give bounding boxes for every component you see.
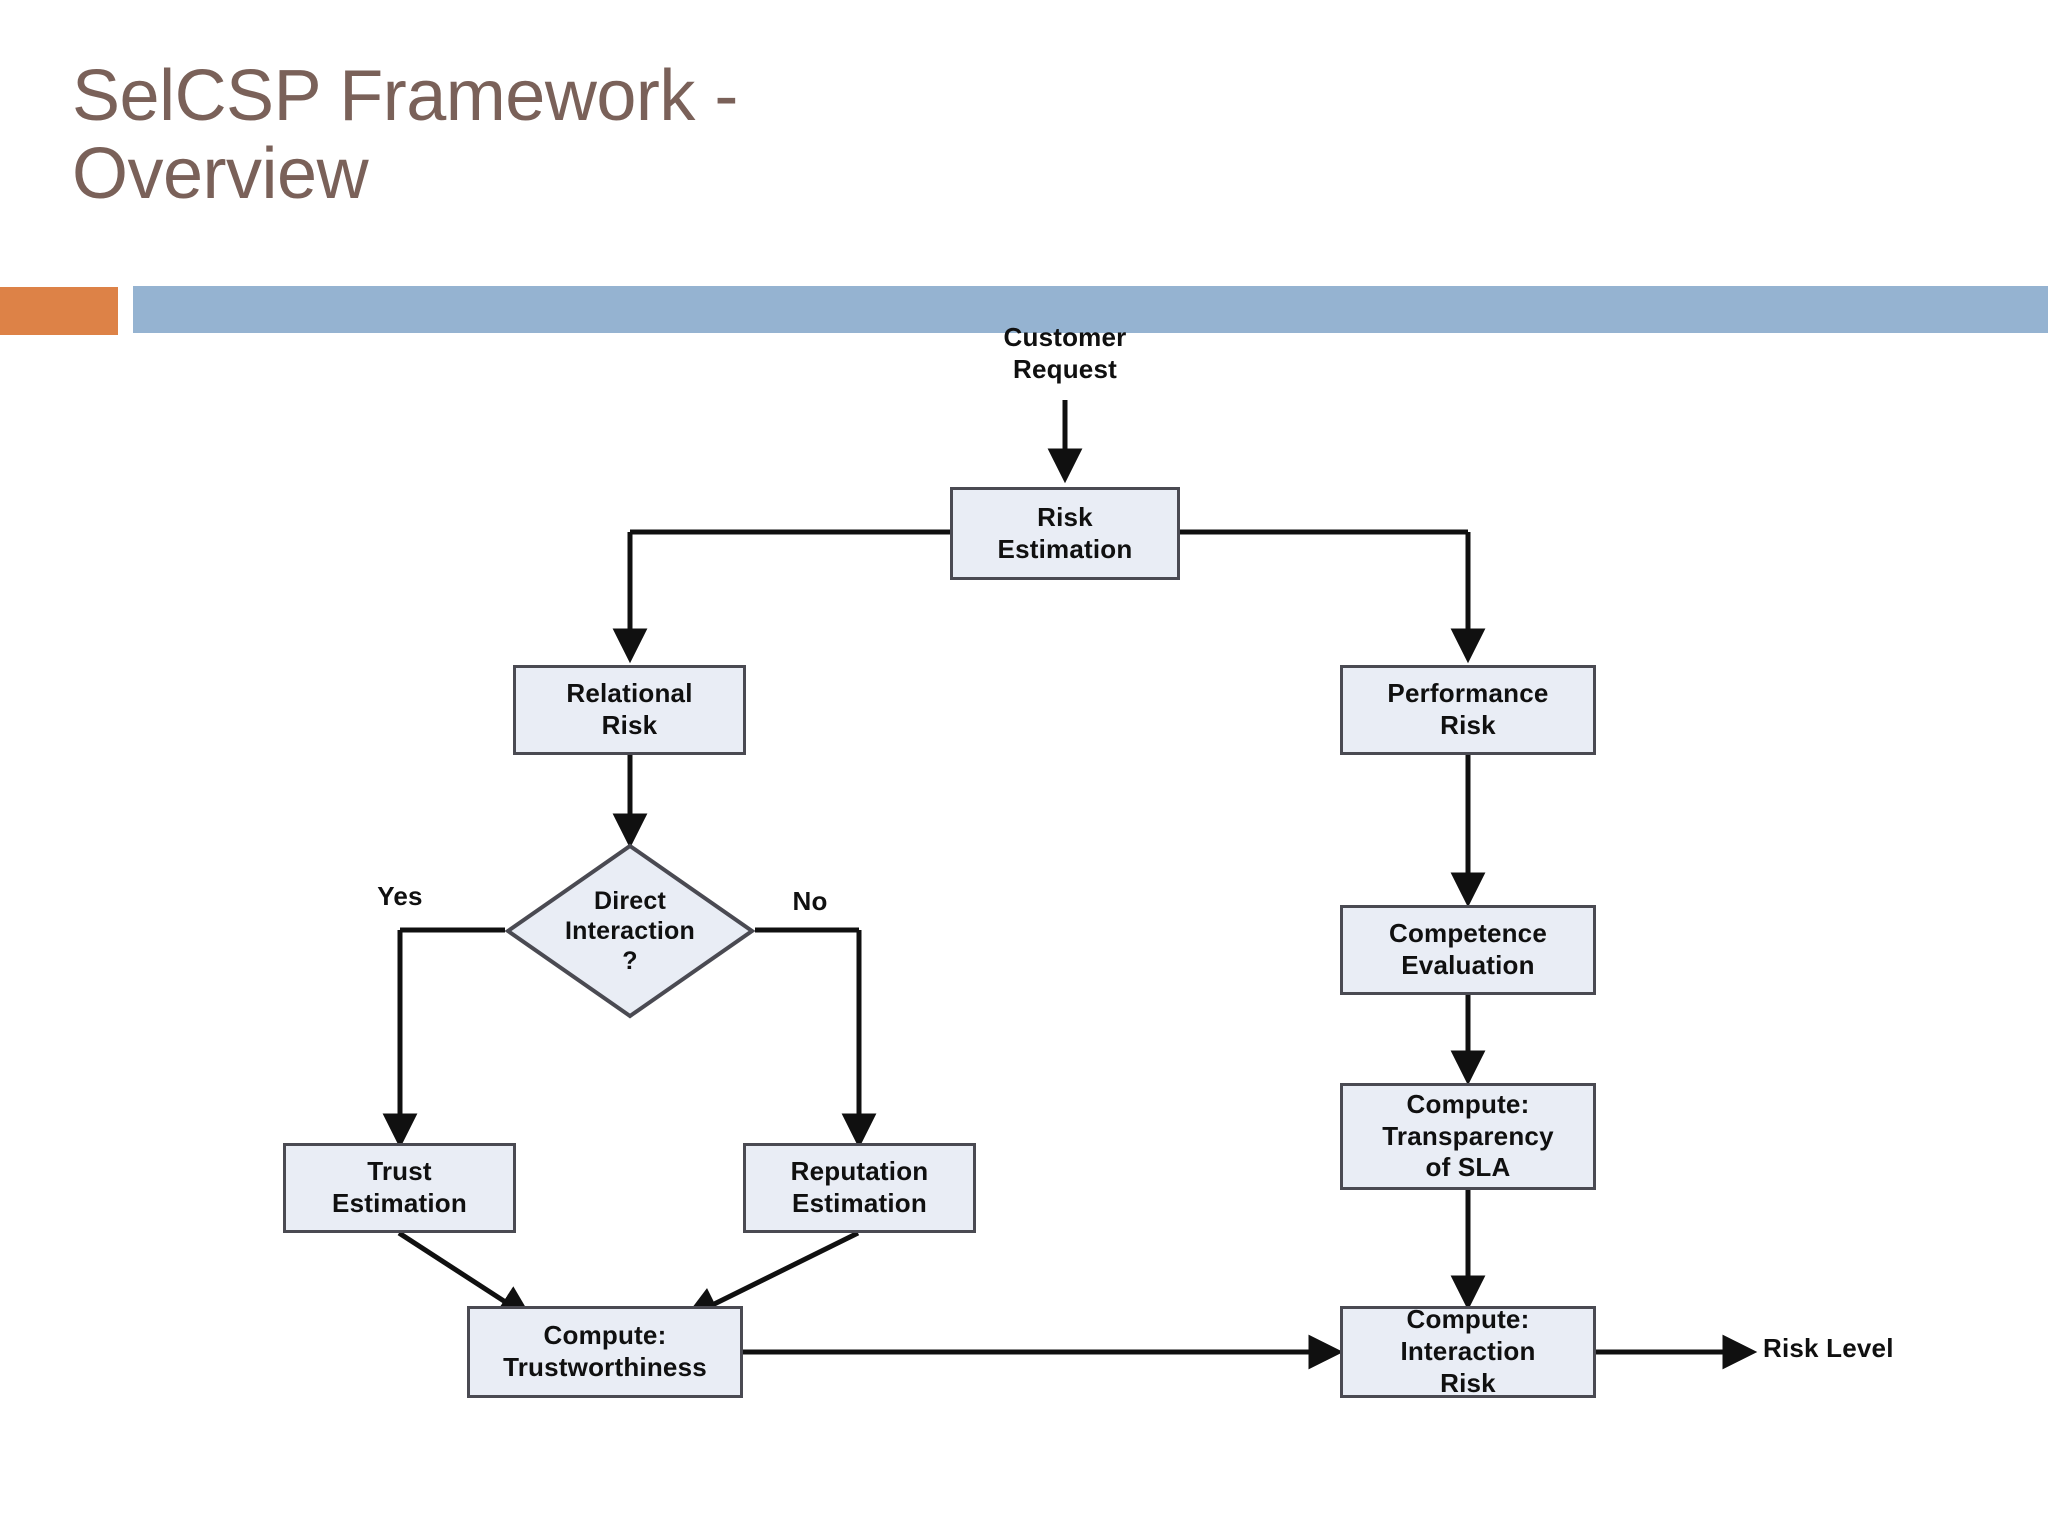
node-reputation-estimation[interactable]: Reputation Estimation [743,1143,976,1233]
edge-label-no: No [792,886,828,916]
diamond-shape [505,843,755,1019]
node-compute-interaction-risk[interactable]: Compute: Interaction Risk [1340,1304,1596,1398]
node-risk-level: Risk Level [1763,1333,1894,1363]
node-direct-interaction-label: Direct Interaction ? [565,887,695,975]
flowchart-connectors [382,400,1758,1370]
node-customer-request: Customer Request [1003,322,1127,384]
edge-reputation-to-trustworthiness [683,1230,860,1320]
accent-block-orange [0,287,118,335]
page-title: SelCSP Framework - Overview [72,56,738,214]
edge-trust-to-trustworthiness [397,1230,534,1320]
flowchart-diagram: Customer Request Risk Estimation Relatio… [0,322,2048,1536]
node-relational-risk[interactable]: Relational Risk [513,665,746,755]
accent-bar-blue [133,286,2048,333]
node-risk-estimation[interactable]: Risk Estimation [950,487,1180,580]
node-direct-interaction[interactable]: Direct Interaction ? [505,843,755,1019]
edge-label-yes: Yes [377,881,423,911]
node-compute-trustworthiness[interactable]: Compute: Trustworthiness [467,1306,743,1398]
node-competence-evaluation[interactable]: Competence Evaluation [1340,905,1596,995]
header-divider [0,286,2048,338]
node-transparency-of-sla[interactable]: Compute: Transparency of SLA [1340,1083,1596,1190]
node-performance-risk[interactable]: Performance Risk [1340,665,1596,755]
node-trust-estimation[interactable]: Trust Estimation [283,1143,516,1233]
